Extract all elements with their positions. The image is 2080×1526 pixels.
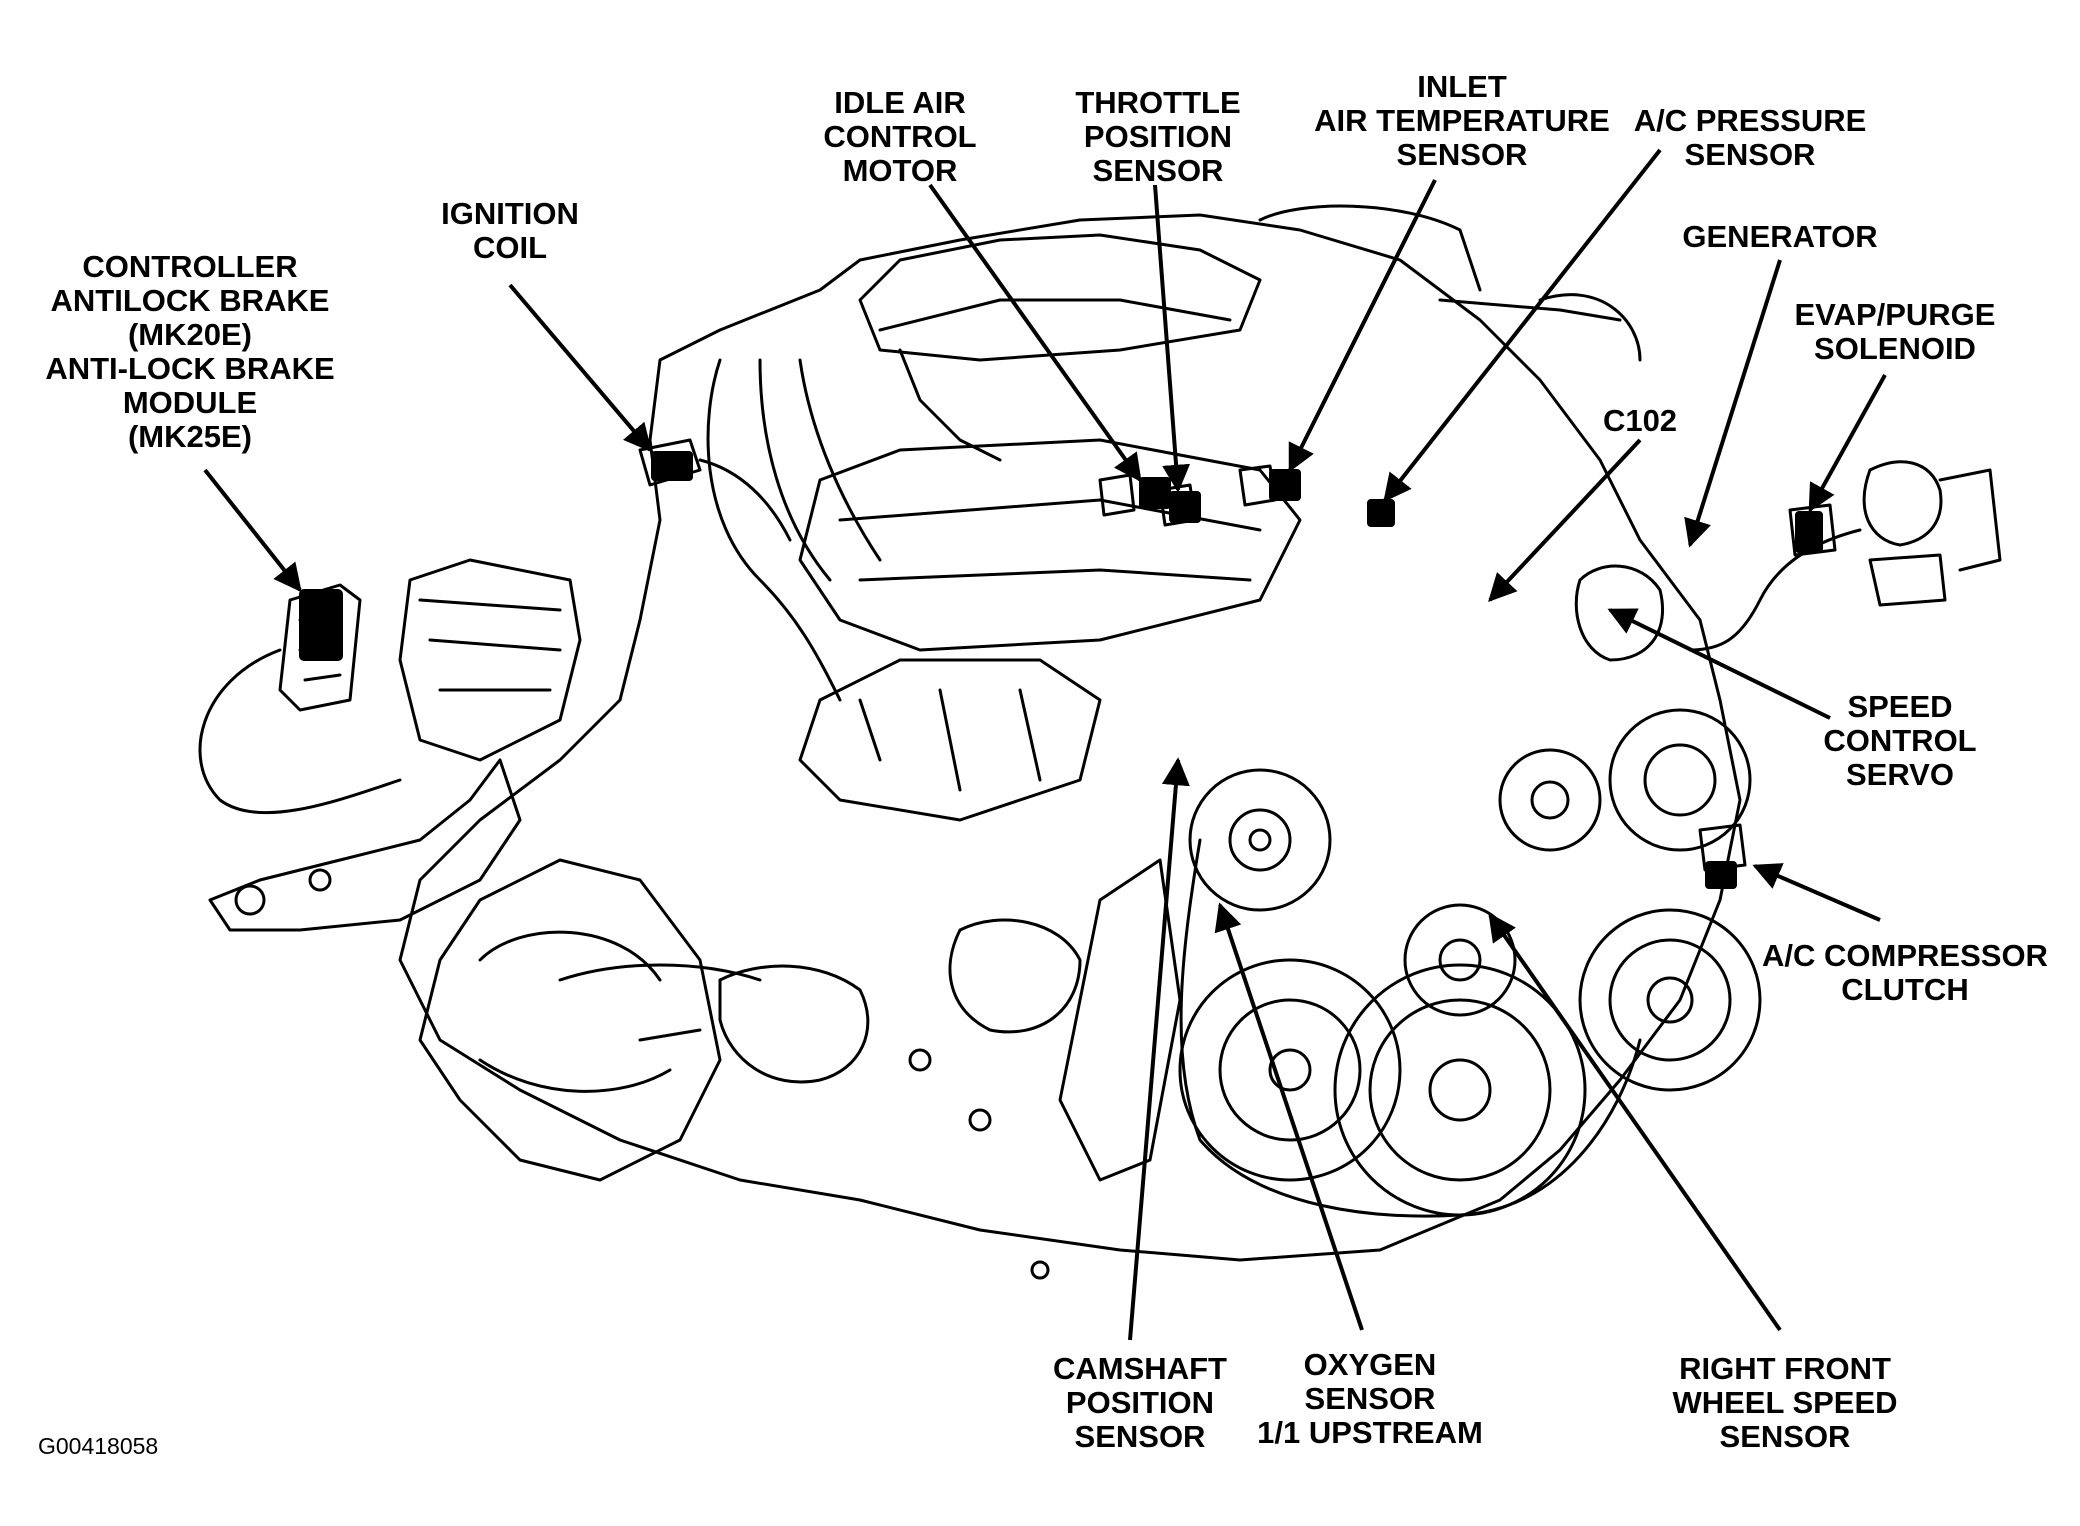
arrow-camshaft — [1128, 757, 1190, 1341]
arrow-wheel-speed — [1488, 912, 1782, 1332]
arrow-oxygen — [1214, 902, 1364, 1331]
label-ac-compressor-clutch: A/C COMPRESSOR CLUTCH — [1762, 938, 2048, 1007]
iat-connector-icon — [1269, 469, 1301, 501]
label-ac-pressure-sensor: A/C PRESSURE SENSOR — [1633, 103, 1867, 172]
label-c102: C102 — [1602, 403, 1678, 438]
abs-connector-icon — [299, 589, 343, 661]
iac-connector-icon — [1139, 477, 1171, 509]
evap-connector-icon — [1795, 511, 1823, 553]
tps-connector-icon — [1169, 491, 1201, 523]
ac-clutch-connector-icon — [1705, 861, 1737, 889]
arrow-throttle — [1153, 184, 1191, 493]
label-evap-purge-solenoid: EVAP/PURGE SOLENOID — [1794, 297, 1996, 366]
label-speed-control-servo: SPEED CONTROL SERVO — [1823, 689, 1977, 792]
label-inlet-air-temperature-sensor: INLET AIR TEMPERATURE SENSOR — [1314, 69, 1610, 172]
arrow-ignition-coil — [508, 283, 652, 453]
arrow-c102 — [1488, 438, 1642, 603]
coil-connector-icon — [651, 451, 693, 481]
label-generator: GENERATOR — [1682, 219, 1878, 254]
figure-id: G00418058 — [38, 1433, 159, 1459]
arrow-speed-control — [1607, 608, 1831, 720]
arrow-controller — [203, 468, 302, 593]
engine-illustration — [198, 204, 2002, 1280]
leader-lines — [203, 148, 1887, 1341]
label-controller-antilock-brake: CONTROLLER ANTILOCK BRAKE (MK20E) ANTI-L… — [45, 249, 335, 454]
label-oxygen-sensor: OXYGEN SENSOR 1/1 UPSTREAM — [1257, 1347, 1483, 1450]
arrow-evap — [1808, 374, 1887, 513]
arrow-generator — [1684, 259, 1782, 548]
label-camshaft-position-sensor: CAMSHAFT POSITION SENSOR — [1053, 1351, 1227, 1454]
ac-pressure-connector-icon — [1367, 499, 1395, 527]
arrow-inlet-air — [1288, 179, 1437, 473]
label-idle-air-control-motor: IDLE AIR CONTROL MOTOR — [823, 85, 977, 188]
arrow-ac-pressure — [1383, 148, 1662, 503]
arrow-idle-air — [928, 183, 1142, 483]
connector-markers — [299, 451, 1823, 889]
label-throttle-position-sensor: THROTTLE POSITION SENSOR — [1075, 85, 1241, 188]
label-right-front-wheel-speed-sensor: RIGHT FRONT WHEEL SPEED SENSOR — [1672, 1351, 1898, 1454]
label-ignition-coil: IGNITION COIL — [441, 196, 579, 265]
arrow-ac-compressor — [1752, 863, 1881, 922]
